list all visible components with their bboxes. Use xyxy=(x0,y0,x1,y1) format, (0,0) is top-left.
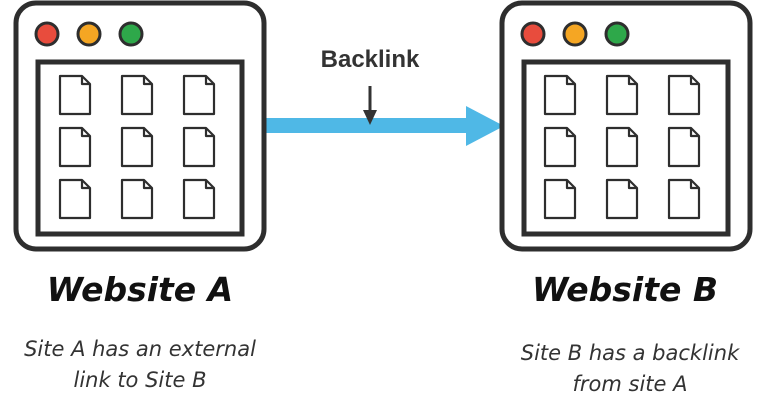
description-line: Site A has an external xyxy=(24,337,256,361)
close-dot-icon xyxy=(520,21,546,47)
document-icon xyxy=(58,126,92,168)
description-line: from site A xyxy=(572,372,688,396)
document-icon xyxy=(543,178,577,220)
backlink-label: Backlink xyxy=(320,46,420,73)
document-icon xyxy=(182,74,216,116)
website-a-description: Site A has an external link to Site B xyxy=(0,334,280,396)
arrow-head xyxy=(466,106,504,146)
document-icon xyxy=(120,126,154,168)
document-icon xyxy=(120,178,154,220)
website-a-title: Website A xyxy=(46,270,234,309)
document-icon xyxy=(605,178,639,220)
document-icon xyxy=(667,126,701,168)
document-icon xyxy=(543,74,577,116)
minimize-dot-icon xyxy=(76,21,102,47)
document-icon xyxy=(667,74,701,116)
website-b-window xyxy=(499,0,753,252)
website-b-description: Site B has a backlink from site A xyxy=(495,338,765,400)
document-icon xyxy=(182,126,216,168)
document-icon xyxy=(120,74,154,116)
document-icon xyxy=(605,126,639,168)
maximize-dot-icon xyxy=(604,21,630,47)
minimize-dot-icon xyxy=(562,21,588,47)
label-pointer xyxy=(363,86,377,125)
website-b-title: Website B xyxy=(531,270,719,309)
document-icon xyxy=(182,178,216,220)
document-icon xyxy=(605,74,639,116)
document-icon xyxy=(667,178,701,220)
document-icon xyxy=(58,178,92,220)
description-line: link to Site B xyxy=(73,368,207,392)
document-icon xyxy=(58,74,92,116)
close-dot-icon xyxy=(34,21,60,47)
arrow-shaft xyxy=(262,118,472,133)
maximize-dot-icon xyxy=(118,21,144,47)
website-a-window xyxy=(13,0,267,252)
document-icon xyxy=(543,126,577,168)
description-line: Site B has a backlink xyxy=(520,341,740,365)
backlink-arrow xyxy=(262,106,504,146)
